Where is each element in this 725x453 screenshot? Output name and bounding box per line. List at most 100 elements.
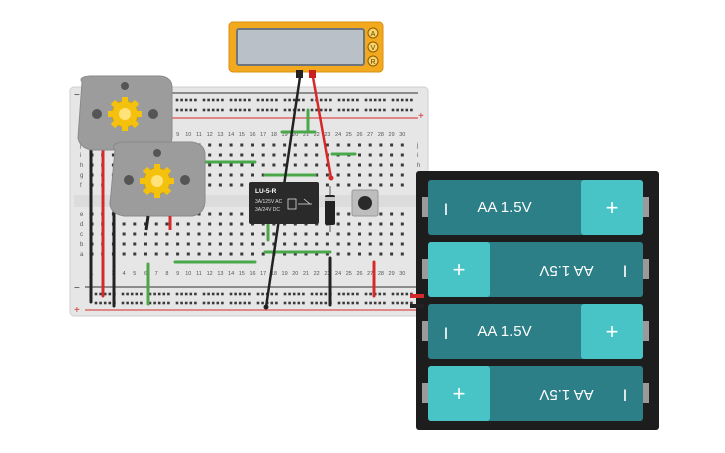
hole[interactable] xyxy=(379,153,383,157)
hole[interactable] xyxy=(325,143,329,147)
hole[interactable] xyxy=(197,242,201,246)
rail-hole[interactable] xyxy=(356,108,359,112)
hole[interactable] xyxy=(165,222,169,226)
rail-hole[interactable] xyxy=(319,292,323,296)
hole[interactable] xyxy=(154,252,158,256)
rail-hole[interactable] xyxy=(351,98,355,102)
rail-hole[interactable] xyxy=(400,292,404,296)
rail-hole[interactable] xyxy=(216,301,220,305)
rail-hole[interactable] xyxy=(162,292,166,296)
rail-hole[interactable] xyxy=(99,301,102,305)
hole[interactable] xyxy=(251,252,254,256)
hole[interactable] xyxy=(325,173,329,177)
rail-hole[interactable] xyxy=(400,301,404,305)
hole[interactable] xyxy=(283,252,287,256)
hole[interactable] xyxy=(400,143,404,147)
rail-hole[interactable] xyxy=(383,301,386,305)
hole[interactable] xyxy=(336,212,340,216)
hole[interactable] xyxy=(208,153,212,157)
rail-hole[interactable] xyxy=(378,301,382,305)
hole[interactable] xyxy=(283,143,287,147)
hole[interactable] xyxy=(390,222,394,226)
rail-hole[interactable] xyxy=(207,301,210,305)
hole[interactable] xyxy=(390,143,394,147)
rail-hole[interactable] xyxy=(391,292,395,296)
hole[interactable] xyxy=(240,163,244,167)
rail-hole[interactable] xyxy=(283,98,287,102)
hole[interactable] xyxy=(240,183,244,187)
rail-hole[interactable] xyxy=(292,301,296,305)
hole[interactable] xyxy=(325,163,329,167)
rail-hole[interactable] xyxy=(238,108,242,112)
rail-hole[interactable] xyxy=(248,292,251,296)
hole[interactable] xyxy=(368,163,372,167)
hole[interactable] xyxy=(261,163,265,167)
hole[interactable] xyxy=(336,173,340,177)
rail-hole[interactable] xyxy=(157,292,161,296)
hole[interactable] xyxy=(261,232,265,236)
rail-hole[interactable] xyxy=(292,292,296,296)
rail-hole[interactable] xyxy=(234,108,237,112)
rail-hole[interactable] xyxy=(167,292,170,296)
rail-hole[interactable] xyxy=(369,98,372,102)
rail-hole[interactable] xyxy=(189,108,193,112)
hole[interactable] xyxy=(390,163,394,167)
hole[interactable] xyxy=(133,242,137,246)
rail-hole[interactable] xyxy=(265,98,269,102)
hole[interactable] xyxy=(336,222,340,226)
rail-hole[interactable] xyxy=(130,292,134,296)
hole[interactable] xyxy=(293,232,297,236)
hole[interactable] xyxy=(368,143,372,147)
hole[interactable] xyxy=(218,212,222,216)
rail-hole[interactable] xyxy=(221,98,224,102)
rail-hole[interactable] xyxy=(261,301,264,305)
hole[interactable] xyxy=(197,252,201,256)
hole[interactable] xyxy=(208,183,212,187)
rail-hole[interactable] xyxy=(337,98,341,102)
rail-hole[interactable] xyxy=(302,292,305,296)
rail-hole[interactable] xyxy=(229,292,233,296)
rail-hole[interactable] xyxy=(153,301,156,305)
rail-hole[interactable] xyxy=(207,98,210,102)
hole[interactable] xyxy=(347,232,351,236)
rail-hole[interactable] xyxy=(148,301,152,305)
hole[interactable] xyxy=(197,222,201,226)
hole[interactable] xyxy=(379,242,383,246)
hole[interactable] xyxy=(144,242,147,246)
hole[interactable] xyxy=(304,163,308,167)
hole[interactable] xyxy=(208,212,212,216)
rail-hole[interactable] xyxy=(288,301,291,305)
hole[interactable] xyxy=(133,222,137,226)
hole[interactable] xyxy=(379,212,383,216)
rail-hole[interactable] xyxy=(180,301,183,305)
hole[interactable] xyxy=(272,232,276,236)
rail-hole[interactable] xyxy=(364,301,368,305)
rail-hole[interactable] xyxy=(229,98,233,102)
rail-hole[interactable] xyxy=(288,98,291,102)
rail-hole[interactable] xyxy=(391,301,395,305)
hole[interactable] xyxy=(261,143,265,147)
rail-hole[interactable] xyxy=(194,98,197,102)
rail-hole[interactable] xyxy=(391,98,395,102)
hole[interactable] xyxy=(218,153,222,157)
hole[interactable] xyxy=(325,232,329,236)
hole[interactable] xyxy=(347,173,351,177)
rail-hole[interactable] xyxy=(238,98,242,102)
hole[interactable] xyxy=(165,252,169,256)
rail-hole[interactable] xyxy=(342,98,345,102)
rail-hole[interactable] xyxy=(351,292,355,296)
hole[interactable] xyxy=(208,222,212,226)
hole[interactable] xyxy=(229,173,233,177)
hole[interactable] xyxy=(336,232,340,236)
rail-hole[interactable] xyxy=(310,292,314,296)
hole[interactable] xyxy=(261,242,265,246)
hole[interactable] xyxy=(379,143,383,147)
hole[interactable] xyxy=(229,222,233,226)
rail-hole[interactable] xyxy=(153,292,156,296)
hole[interactable] xyxy=(261,153,265,157)
hole[interactable] xyxy=(218,232,222,236)
rail-hole[interactable] xyxy=(342,108,345,112)
rail-hole[interactable] xyxy=(234,98,237,102)
